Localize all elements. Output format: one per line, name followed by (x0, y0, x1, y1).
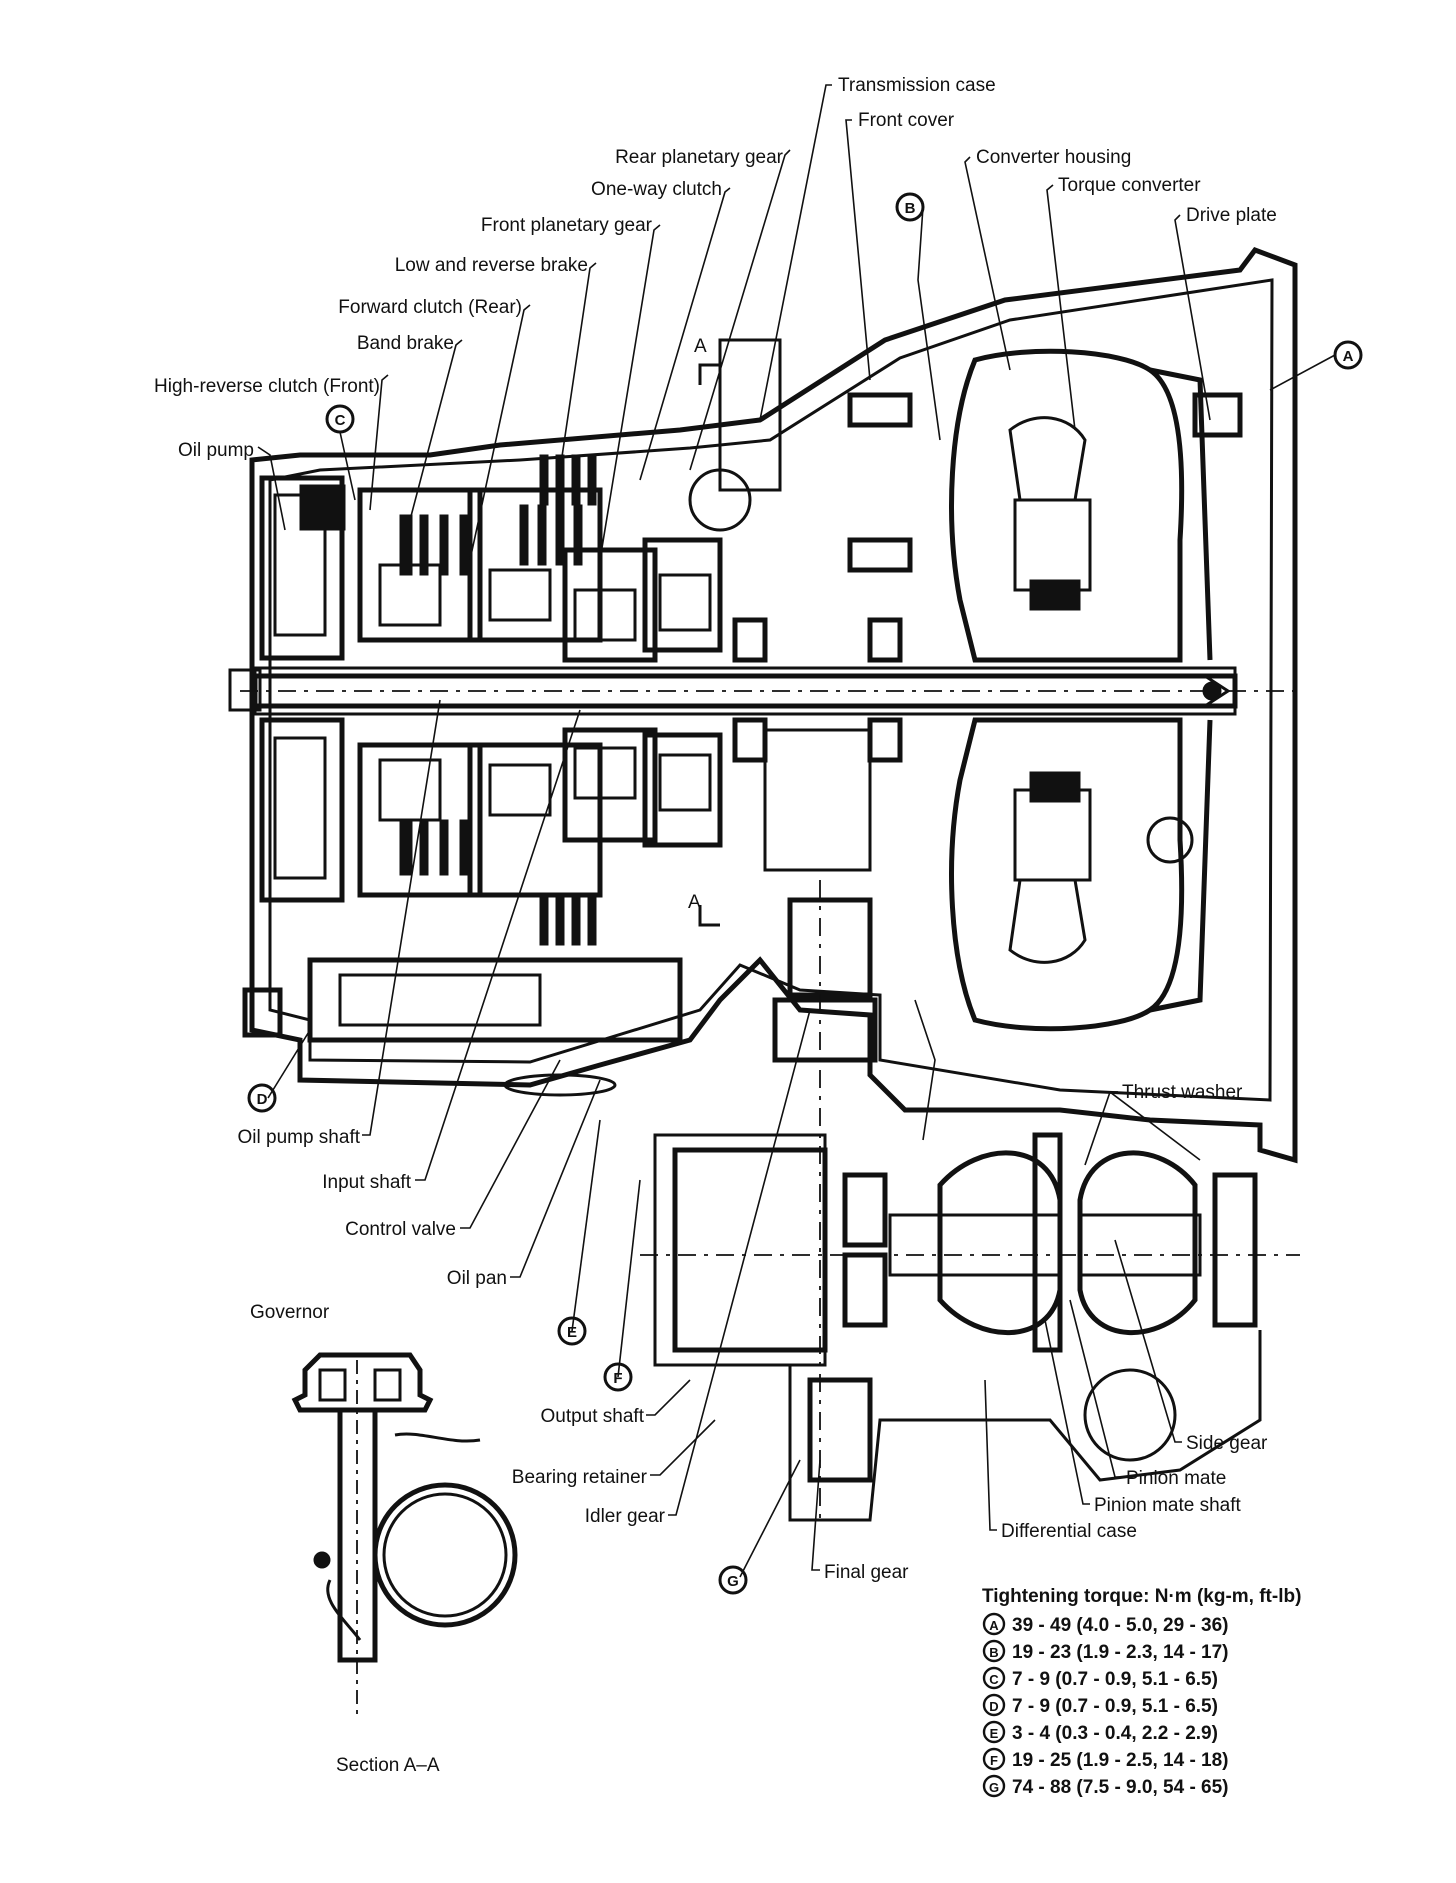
svg-text:B: B (905, 200, 916, 217)
torque-row: E 3 - 4 (0.3 - 0.4, 2.2 - 2.9) (982, 1720, 1218, 1744)
label-differential-case: Differential case (1001, 1521, 1137, 1542)
svg-text:C: C (335, 412, 346, 429)
label-band-brake: Band brake (357, 333, 454, 354)
badge-c: C (325, 404, 355, 434)
clutch-packs-lower (357, 727, 723, 946)
label-one-way-clutch: One-way clutch (591, 179, 722, 200)
label-output-shaft: Output shaft (540, 1406, 644, 1427)
label-oil-pump-shaft: Oil pump shaft (238, 1127, 361, 1148)
section-marker-bottom: A (688, 892, 701, 913)
label-converter-housing: Converter housing (976, 147, 1131, 168)
label-transmission-case: Transmission case (838, 75, 996, 96)
label-oil-pump: Oil pump (178, 440, 254, 461)
label-front-planetary-gear: Front planetary gear (481, 215, 653, 236)
badge-f: F (603, 1362, 633, 1392)
part-labels: Transmission case Front cover Rear plane… (154, 75, 1277, 1776)
label-torque-converter: Torque converter (1058, 175, 1201, 196)
label-pinion-mate-shaft: Pinion mate shaft (1094, 1495, 1242, 1516)
label-side-gear: Side gear (1186, 1433, 1268, 1454)
svg-text:F: F (613, 1370, 622, 1387)
torque-converter-shape (949, 348, 1213, 1032)
torque-row: G 74 - 88 (7.5 - 9.0, 54 - 65) (982, 1774, 1229, 1798)
label-thrust-washer: Thrust washer (1122, 1082, 1243, 1103)
torque-table: Tightening torque: N·m (kg-m, ft-lb) A 3… (982, 1586, 1301, 1798)
badge-b: B (895, 192, 925, 222)
label-final-gear: Final gear (824, 1562, 909, 1583)
label-rear-planetary-gear: Rear planetary gear (615, 147, 784, 168)
svg-text:E: E (990, 1726, 999, 1741)
svg-text:B: B (989, 1645, 998, 1660)
svg-text:G: G (989, 1780, 999, 1795)
svg-text:G: G (727, 1573, 739, 1590)
svg-text:D: D (989, 1699, 998, 1714)
label-low-reverse-brake: Low and reverse brake (395, 255, 588, 276)
badge-g: G (718, 1565, 748, 1595)
label-control-valve: Control valve (345, 1219, 456, 1240)
svg-text:39 - 49 (4.0 - 5.0, 29 - 36): 39 - 49 (4.0 - 5.0, 29 - 36) (1012, 1615, 1229, 1636)
label-input-shaft: Input shaft (322, 1172, 411, 1193)
badge-a: A (1333, 340, 1363, 370)
label-section-aa: Section A–A (336, 1755, 440, 1776)
svg-text:F: F (990, 1753, 998, 1768)
svg-text:3 - 4 (0.3 - 0.4, 2.2 - 2.9): 3 - 4 (0.3 - 0.4, 2.2 - 2.9) (1012, 1723, 1218, 1744)
svg-text:7 - 9 (0.7 - 0.9, 5.1 - 6.5): 7 - 9 (0.7 - 0.9, 5.1 - 6.5) (1012, 1669, 1218, 1690)
torque-row: F 19 - 25 (1.9 - 2.5, 14 - 18) (982, 1747, 1229, 1771)
label-governor: Governor (250, 1302, 330, 1323)
torque-row: B 19 - 23 (1.9 - 2.3, 14 - 17) (982, 1639, 1229, 1663)
svg-text:A: A (1343, 348, 1354, 365)
label-high-reverse-clutch: High-reverse clutch (Front) (154, 376, 380, 397)
svg-text:19 - 23 (1.9 - 2.3, 14 - 17): 19 - 23 (1.9 - 2.3, 14 - 17) (1012, 1642, 1229, 1663)
label-forward-clutch: Forward clutch (Rear) (338, 297, 522, 318)
svg-text:7 - 9 (0.7 - 0.9, 5.1 - 6.5): 7 - 9 (0.7 - 0.9, 5.1 - 6.5) (1012, 1696, 1218, 1717)
label-pinion-mate: Pinion mate (1126, 1468, 1226, 1489)
section-marker-top: A (694, 336, 707, 357)
leader-lines (257, 84, 1336, 1578)
differential-shape (640, 880, 1300, 1522)
label-bearing-retainer: Bearing retainer (512, 1467, 648, 1488)
svg-text:A: A (989, 1618, 999, 1633)
torque-row: C 7 - 9 (0.7 - 0.9, 5.1 - 6.5) (982, 1666, 1218, 1690)
torque-row: D 7 - 9 (0.7 - 0.9, 5.1 - 6.5) (982, 1693, 1218, 1717)
torque-heading: Tightening torque: N·m (kg-m, ft-lb) (982, 1586, 1301, 1607)
label-idler-gear: Idler gear (585, 1506, 666, 1527)
svg-text:C: C (989, 1672, 999, 1687)
label-front-cover: Front cover (858, 110, 955, 131)
label-drive-plate: Drive plate (1186, 205, 1277, 226)
svg-text:19 - 25 (1.9 - 2.5, 14 - 18): 19 - 25 (1.9 - 2.5, 14 - 18) (1012, 1750, 1229, 1771)
svg-text:74 - 88 (7.5 - 9.0, 54 - 65): 74 - 88 (7.5 - 9.0, 54 - 65) (1012, 1777, 1229, 1798)
label-oil-pan: Oil pan (447, 1268, 507, 1289)
clutch-packs-upper (357, 454, 723, 663)
torque-row: A 39 - 49 (4.0 - 5.0, 29 - 36) (982, 1612, 1229, 1636)
governor-section (291, 1352, 518, 1720)
badge-e: E (557, 1316, 587, 1346)
svg-text:E: E (567, 1324, 577, 1341)
transaxle-body (228, 247, 1300, 1522)
svg-text:D: D (257, 1091, 268, 1108)
torque-badges: B A C D E F G (247, 192, 1363, 1595)
badge-d: D (247, 1083, 277, 1113)
